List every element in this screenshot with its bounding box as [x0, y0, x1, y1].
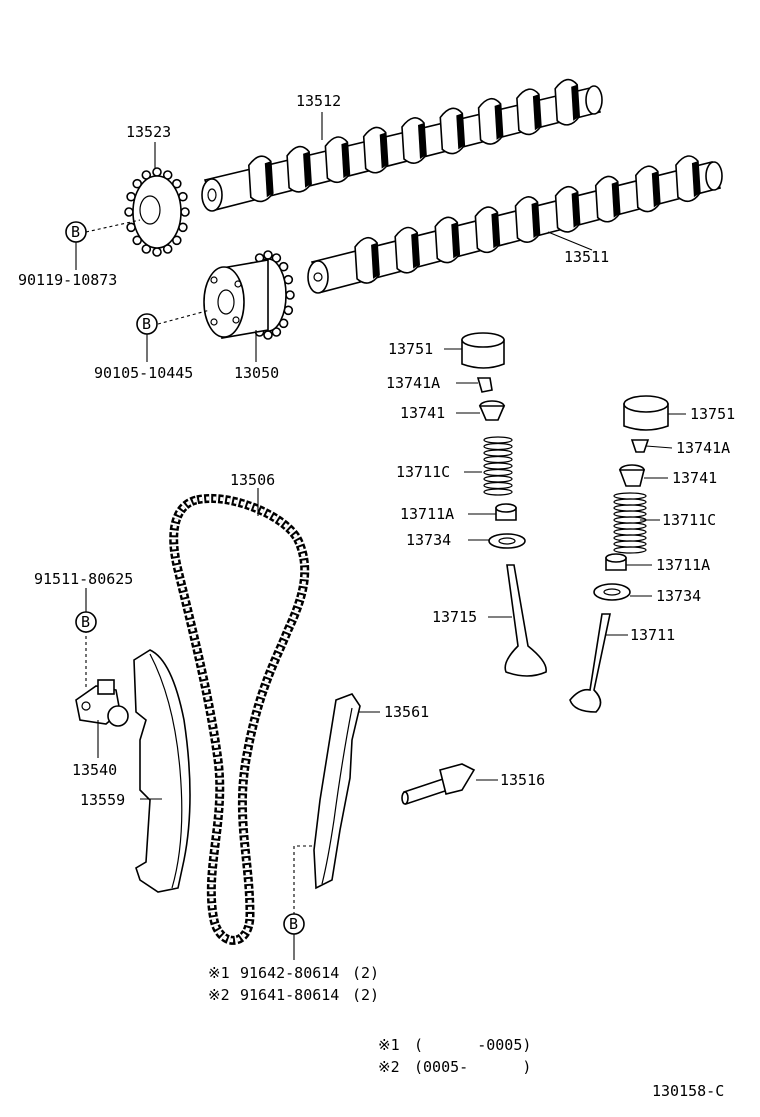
part-labels: 13512 13523 13511 90119-10873 90105-1044… [18, 92, 735, 809]
label-13711c-right: 13711C [662, 511, 716, 529]
label-13516: 13516 [500, 771, 545, 789]
label-13741a-left: 13741A [386, 374, 440, 392]
bolt-note-1-qty: (2) [352, 964, 379, 982]
label-13741a-right: 13741A [676, 439, 730, 457]
callout-b-2-label: B [142, 315, 151, 333]
callout-b-3 [75, 611, 97, 633]
valve-stack-right [569, 395, 669, 713]
bolt-note-1-part: 91642-80614 [240, 964, 339, 982]
label-13711a-left: 13711A [400, 505, 454, 523]
timing-chain [169, 494, 310, 945]
label-13751-left: 13751 [388, 340, 433, 358]
footnote-2-range: (0005- ) [414, 1058, 531, 1076]
label-13561: 13561 [384, 703, 429, 721]
label-13559: 13559 [80, 791, 125, 809]
label-13050: 13050 [234, 364, 279, 382]
label-13523: 13523 [126, 123, 171, 141]
label-13711a-right: 13711A [656, 556, 710, 574]
label-13711c-left: 13711C [396, 463, 450, 481]
footnote-2-mark: ※2 [378, 1058, 400, 1076]
camshaft-lower [307, 155, 723, 294]
chain-tensioner [75, 679, 129, 727]
chain-guide [313, 693, 361, 890]
callout-b-4 [283, 913, 305, 935]
label-13734-right: 13734 [656, 587, 701, 605]
label-90105-10445: 90105-10445 [94, 364, 193, 382]
label-13715: 13715 [432, 608, 477, 626]
callout-b-3-label: B [81, 613, 90, 631]
label-91511-80625: 91511-80625 [34, 570, 133, 588]
footnote-1-mark: ※1 [378, 1036, 400, 1054]
label-90119-10873: 90119-10873 [18, 271, 117, 289]
label-13506: 13506 [230, 471, 275, 489]
label-13711: 13711 [630, 626, 675, 644]
figure-code: 130158-C [652, 1082, 724, 1100]
label-13540: 13540 [72, 761, 117, 779]
callout-b-2 [136, 313, 158, 335]
leader-lines [75, 112, 686, 960]
callout-b-1-label: B [71, 223, 80, 241]
oil-nozzle [401, 763, 476, 806]
label-13734-left: 13734 [406, 531, 451, 549]
label-13512: 13512 [296, 92, 341, 110]
bolt-note-1-mark: ※1 [208, 964, 230, 982]
chain-tensioner-slipper [133, 649, 191, 893]
callout-circles: B B B B [65, 221, 305, 935]
callout-b-1 [65, 221, 87, 243]
camshaft-upper [201, 78, 603, 212]
bolt-note-2-mark: ※2 [208, 986, 230, 1004]
vvt-gear-assembly [203, 250, 295, 340]
valve-stack-left [461, 332, 547, 677]
footnotes: ※1 ( -0005) ※2 (0005- ) [378, 1036, 531, 1076]
label-13751-right: 13751 [690, 405, 735, 423]
bolt-notes: ※1 91642-80614 (2) ※2 91641-80614 (2) [208, 964, 379, 1004]
footnote-1-range: ( -0005) [414, 1036, 531, 1054]
callout-b-4-label: B [289, 915, 298, 933]
bolt-note-2-qty: (2) [352, 986, 379, 1004]
label-13511: 13511 [564, 248, 609, 266]
bolt-note-2-part: 91641-80614 [240, 986, 339, 1004]
label-13741-right: 13741 [672, 469, 717, 487]
label-13741-left: 13741 [400, 404, 445, 422]
cam-sprocket [124, 167, 190, 257]
